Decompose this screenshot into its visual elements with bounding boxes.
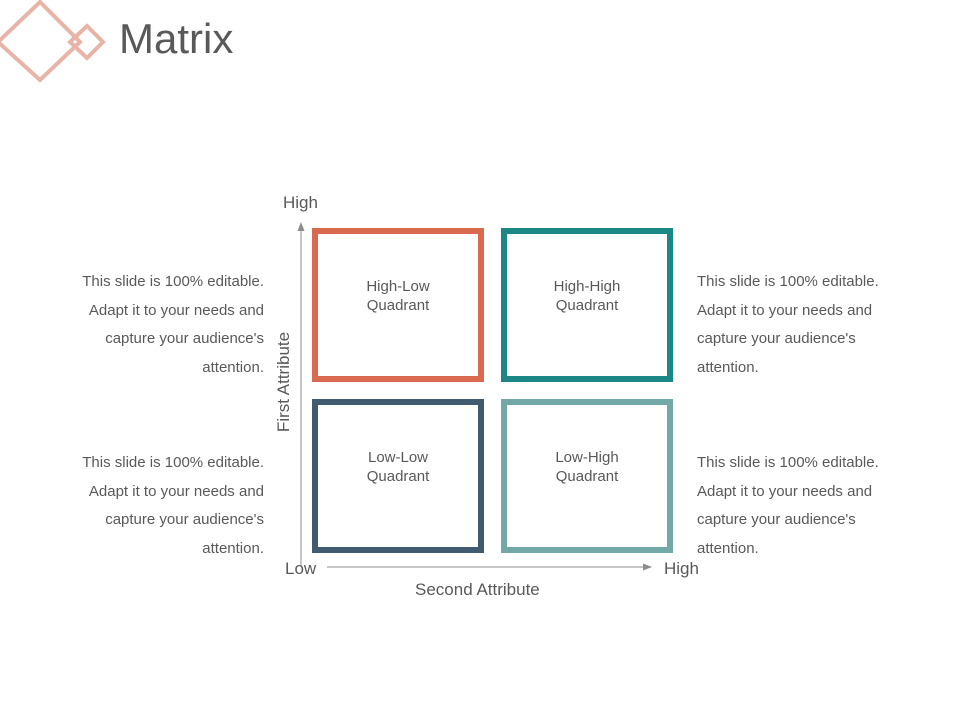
page-title: Matrix (119, 15, 234, 62)
quadrant-high-high: High-High Quadrant (501, 228, 673, 382)
quadrant-label: High-Low Quadrant (366, 278, 430, 314)
note-bottom-right: This slide is 100% editable. Adapt it to… (697, 454, 879, 558)
quadrant-label: High-High Quadrant (553, 278, 621, 314)
x-axis-title: Second Attribute (415, 580, 540, 599)
note-top-right: This slide is 100% editable. Adapt it to… (697, 273, 879, 377)
y-axis-title: First Attribute (274, 331, 293, 433)
double-diamond-logo-icon (0, 0, 106, 83)
note-top-left: This slide is 100% editable. Adapt it to… (82, 273, 264, 377)
note-bottom-left: This slide is 100% editable. Adapt it to… (82, 454, 264, 558)
x-axis-high-label: High (664, 559, 699, 578)
x-axis-low-label: Low (285, 559, 317, 578)
quadrant-low-low: Low-Low Quadrant (312, 399, 484, 553)
quadrant-high-low: High-Low Quadrant (312, 228, 484, 382)
quadrant-label: Low-High Quadrant (555, 449, 619, 485)
quadrant-label: Low-Low Quadrant (366, 449, 430, 485)
x-axis-arrowhead (643, 563, 652, 571)
y-axis-high-label: High (283, 193, 318, 212)
quadrant-low-high: Low-High Quadrant (501, 399, 673, 553)
y-axis-arrowhead (297, 222, 305, 231)
